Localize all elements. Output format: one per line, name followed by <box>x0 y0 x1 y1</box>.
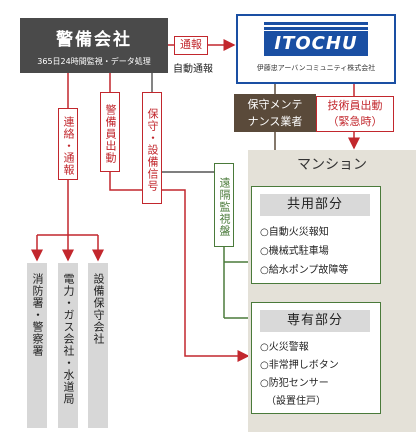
private-area-box: 専有部分 ○火災警報 ○非常押しボタン ○防犯センサー （設置住戸） <box>251 302 381 414</box>
recipient-maintenance-company: 設備保守会社 <box>88 263 108 428</box>
list-item: （設置住戸） <box>266 396 326 407</box>
list-item: ○防犯センサー <box>260 378 329 389</box>
itochu-logo-text: ITOCHU <box>264 31 368 56</box>
security-company-box: 警備会社 365日24時間監視・データ処理 <box>20 18 168 73</box>
list-item: ○火災警報 <box>260 342 309 353</box>
technician-dispatch-box: 技術員出動 （緊急時） <box>316 96 394 132</box>
contact-report-label: 連絡・通報 <box>58 108 78 180</box>
security-company-title: 警備会社 <box>56 30 132 50</box>
maintenance-vendor-line1: 保守メンテ <box>247 98 303 111</box>
list-item: ○非常押しボタン <box>260 360 339 371</box>
management-company-box: ITOCHU 伊藤忠アーバンコミュニティ株式会社 <box>236 14 396 84</box>
maintenance-signal-label: 保守・設備信号 <box>142 92 162 204</box>
recipient-utilities: 電力・ガス会社・水道局 <box>58 263 78 428</box>
list-item: ○機械式駐車場 <box>260 246 329 257</box>
recipient-fire-police: 消防署・警察署 <box>27 263 47 428</box>
security-company-subtitle: 365日24時間監視・データ処理 <box>37 57 151 66</box>
mansion-title: マンション <box>297 157 367 173</box>
management-company-name: 伊藤忠アーバンコミュニティ株式会社 <box>256 64 376 72</box>
auto-report-label: 自動通報 <box>173 64 213 75</box>
guard-dispatch-label: 警備員出動 <box>100 92 120 172</box>
common-area-list: ○自動火災報知 ○機械式駐車場 ○給水ポンプ故障等 <box>260 223 348 280</box>
remote-monitoring-panel: 遠隔監視盤 <box>214 163 234 247</box>
list-item: ○自動火災報知 <box>260 227 329 238</box>
technician-dispatch-line1: 技術員出動 <box>327 99 383 112</box>
common-area-title: 共用部分 <box>260 194 370 216</box>
maintenance-vendor-box: 保守メンテ ナンス業者 <box>234 94 316 132</box>
technician-dispatch-line2: （緊急時） <box>327 115 383 128</box>
common-area-box: 共用部分 ○自動火災報知 ○機械式駐車場 ○給水ポンプ故障等 <box>251 186 381 284</box>
report-label: 通報 <box>174 36 208 55</box>
private-area-title: 専有部分 <box>260 310 370 332</box>
private-area-list: ○火災警報 ○非常押しボタン ○防犯センサー （設置住戸） <box>260 339 339 411</box>
list-item: ○給水ポンプ故障等 <box>260 265 349 276</box>
maintenance-vendor-line2: ナンス業者 <box>247 115 303 128</box>
itochu-logo: ITOCHU <box>264 22 368 58</box>
